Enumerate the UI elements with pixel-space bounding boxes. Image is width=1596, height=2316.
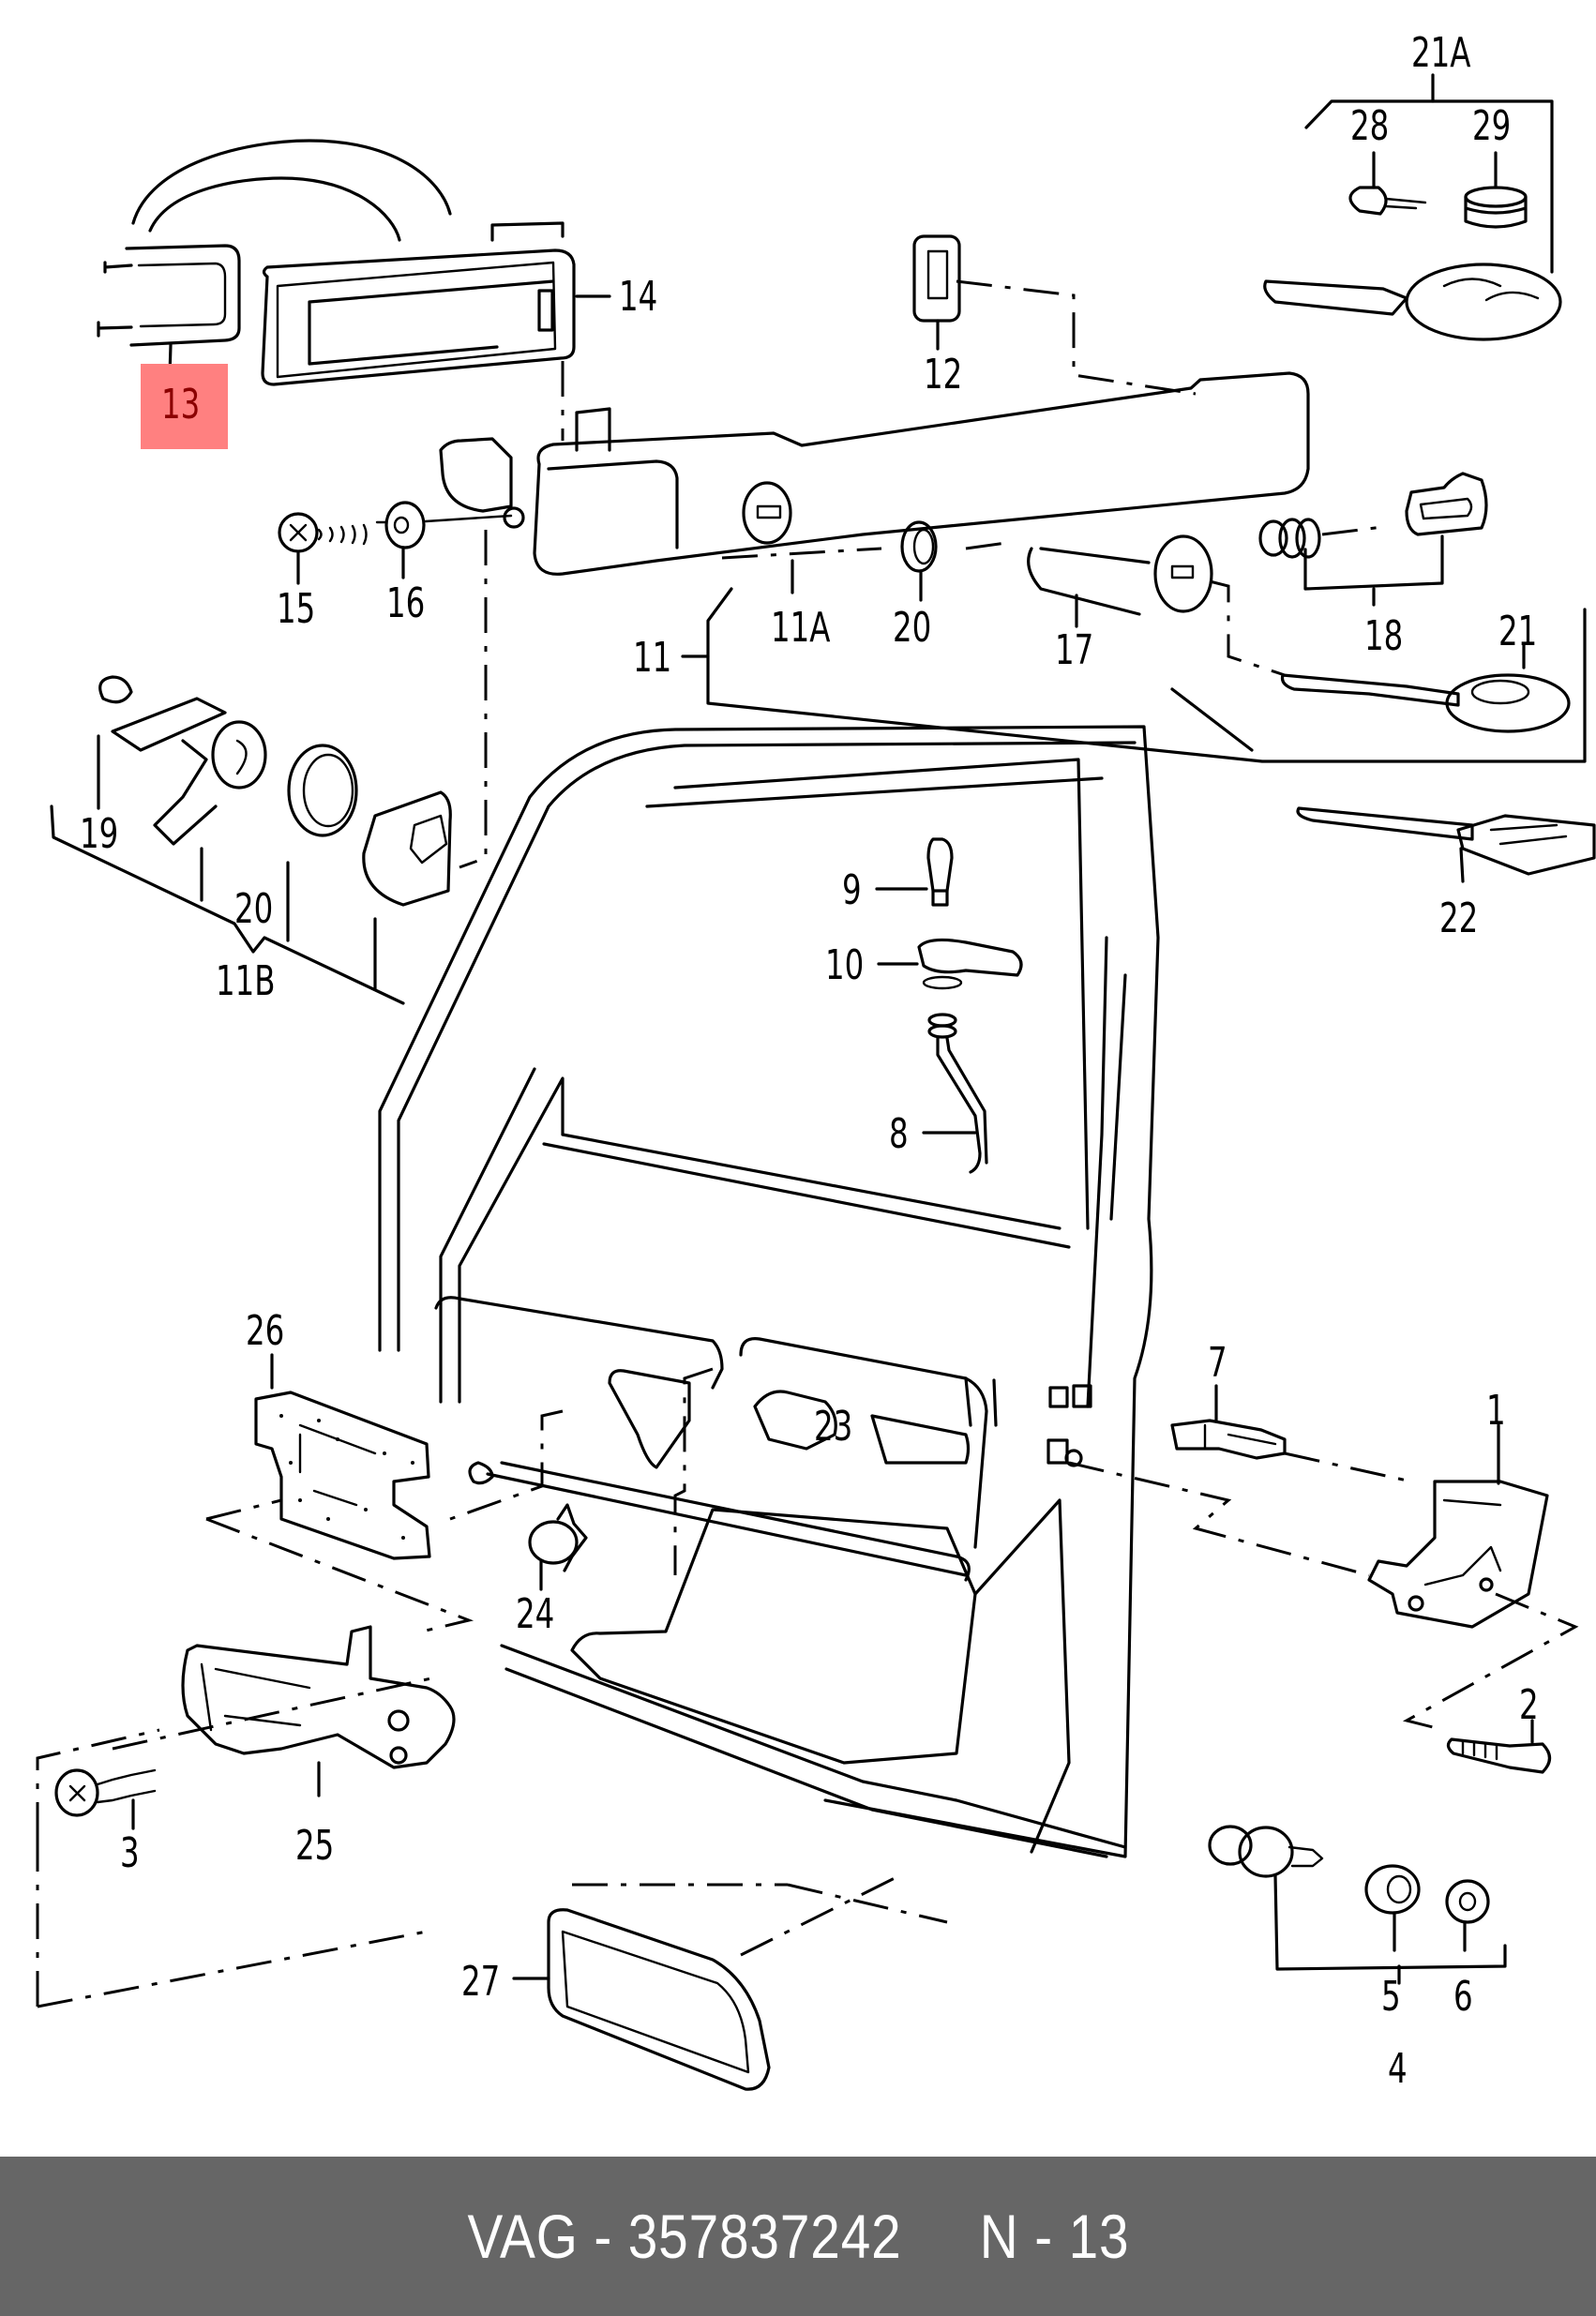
part-number-footer: VAG - 357837242 N - 13 bbox=[0, 2157, 1596, 2316]
callout-6: 6 bbox=[1453, 1973, 1473, 2021]
callout-24: 24 bbox=[516, 1590, 555, 1638]
callout-11A: 11A bbox=[771, 604, 831, 652]
callout-15: 15 bbox=[277, 585, 316, 633]
part-11-group-line bbox=[706, 587, 1587, 763]
callout-26: 26 bbox=[246, 1307, 285, 1355]
highlighted-part-marker bbox=[141, 364, 228, 449]
part-7-switch bbox=[1170, 1384, 1412, 1483]
callout-22: 22 bbox=[1439, 895, 1479, 942]
part-6-washer bbox=[1445, 1879, 1490, 1952]
part-24-clip bbox=[528, 1503, 588, 1591]
callout-21: 21 bbox=[1498, 608, 1538, 655]
callout-11: 11 bbox=[633, 634, 672, 682]
part-22-key bbox=[1296, 806, 1596, 883]
callout-1: 1 bbox=[1486, 1387, 1506, 1435]
callout-29: 29 bbox=[1472, 102, 1512, 150]
part-16-washer bbox=[375, 501, 513, 869]
exploded-parts-diagram: 21A 28 29 14 12 13 15 16 11A 20 17 18 21… bbox=[36, 29, 1596, 2093]
callout-20-group: 20 bbox=[234, 885, 274, 933]
callout-23: 23 bbox=[814, 1403, 853, 1451]
part-4-pin bbox=[1208, 1825, 1507, 1985]
callout-27: 27 bbox=[461, 1958, 501, 2006]
callout-18: 18 bbox=[1364, 612, 1404, 660]
callout-20-top: 20 bbox=[893, 604, 932, 652]
callout-25: 25 bbox=[295, 1822, 335, 1870]
callout-14: 14 bbox=[619, 273, 658, 321]
parts-8-9-10-rod bbox=[875, 837, 1023, 1174]
callout-4: 4 bbox=[1388, 2045, 1408, 2093]
callout-19: 19 bbox=[80, 810, 119, 858]
callout-21A: 21A bbox=[1411, 29, 1471, 77]
part-3-screw bbox=[54, 1768, 157, 1830]
part-11A-handle bbox=[439, 371, 1310, 594]
callout-17: 17 bbox=[1055, 626, 1094, 674]
part-17-cylinder bbox=[1027, 534, 1286, 677]
callout-5: 5 bbox=[1381, 1973, 1401, 2021]
callout-10: 10 bbox=[825, 941, 865, 989]
door-shell bbox=[378, 725, 1160, 1858]
part-25-inner-handle bbox=[36, 1625, 948, 2008]
callout-16: 16 bbox=[386, 579, 426, 627]
part-20-grommet-top bbox=[721, 520, 1014, 602]
part-1-lock bbox=[1068, 1423, 1579, 1732]
callout-13: 13 bbox=[161, 381, 201, 429]
callout-28: 28 bbox=[1350, 102, 1390, 150]
part-12-clip bbox=[912, 234, 1197, 396]
callout-3: 3 bbox=[120, 1829, 140, 1877]
callout-12: 12 bbox=[924, 351, 963, 399]
part-11-group-line-lower bbox=[1170, 687, 1254, 752]
part-13-bracket bbox=[97, 139, 452, 377]
part-11B-group bbox=[50, 675, 452, 1005]
callout-2: 2 bbox=[1519, 1681, 1539, 1729]
part-21-key bbox=[1280, 643, 1571, 733]
callout-9: 9 bbox=[842, 866, 862, 914]
part-27-bezel bbox=[512, 1873, 901, 2091]
part-15-screw bbox=[278, 512, 368, 585]
part-26-foam bbox=[205, 1353, 474, 1633]
part-14-gasket bbox=[261, 221, 611, 441]
part-21A-group bbox=[1263, 73, 1562, 341]
part-5-buffer bbox=[1364, 1864, 1421, 1952]
diagram-drawing bbox=[36, 73, 1596, 2091]
footer-part-reference: VAG - 357837242 N - 13 bbox=[467, 2202, 1129, 2271]
callout-7: 7 bbox=[1208, 1339, 1227, 1387]
part-18-spring-cap bbox=[1258, 472, 1488, 607]
callout-11B: 11B bbox=[216, 957, 276, 1005]
part-2-screw bbox=[1446, 1719, 1552, 1774]
callout-8: 8 bbox=[889, 1110, 909, 1158]
